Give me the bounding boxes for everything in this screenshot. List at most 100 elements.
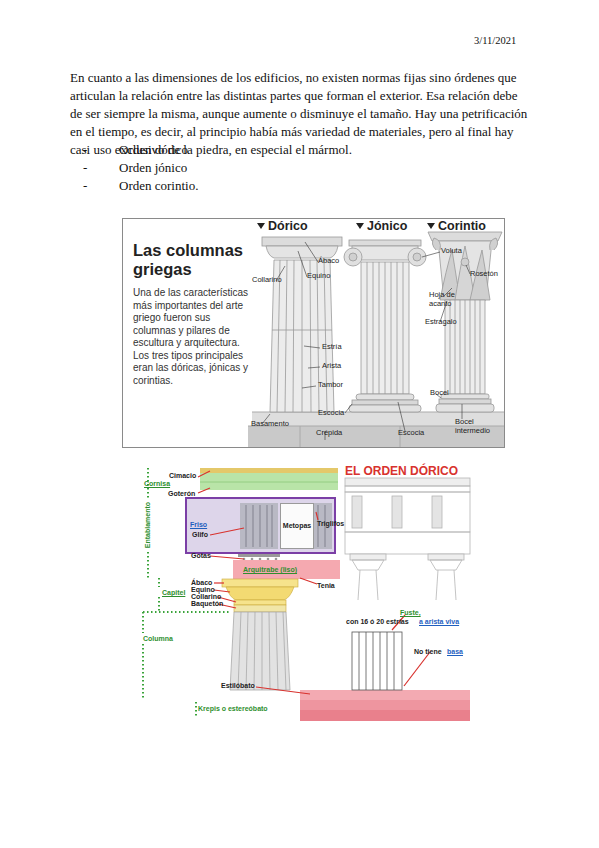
krepis-steps (300, 710, 470, 721)
capital (234, 600, 286, 605)
capital (234, 605, 286, 612)
part-label: Gotas (191, 552, 211, 560)
cornice-band (200, 468, 338, 473)
part-label: Equino (191, 586, 215, 594)
doric-column (293, 260, 294, 412)
bracket-dotted (142, 612, 144, 633)
temple-elevation (376, 570, 378, 600)
leader-line (304, 346, 320, 348)
leader-line (302, 386, 316, 388)
doric-column (285, 260, 287, 412)
note-text: a arista viva (419, 618, 459, 626)
corinthian-column (465, 300, 466, 394)
ionic-column (344, 240, 426, 412)
krepis-steps (300, 690, 470, 721)
fluted-block (380, 632, 381, 690)
cornice-band (200, 468, 338, 490)
fluted-block (352, 632, 402, 690)
doric-column (302, 260, 303, 412)
column-shaft (230, 612, 290, 690)
ionic-column (408, 248, 426, 266)
part-label: Arista (322, 362, 341, 371)
figure-background (122, 218, 505, 448)
guttae (275, 558, 278, 561)
corinthian-column (455, 300, 456, 394)
figure-background (122, 218, 505, 448)
pointer-arrow (214, 582, 224, 583)
pointer-arrow (404, 652, 430, 686)
part-label: Ábaco (318, 257, 339, 266)
temple-elevation (345, 478, 470, 600)
doric-column (310, 260, 311, 412)
column-shaft (283, 612, 286, 690)
group-label: Columna (143, 635, 173, 643)
figure-text: Una de las características más important… (133, 287, 253, 387)
triglyph (271, 505, 272, 547)
part-label: Collarino (191, 593, 221, 601)
guttae (238, 554, 280, 557)
temple-elevation (428, 554, 464, 560)
bracket-dotted (147, 552, 149, 578)
frieze-fill (240, 503, 278, 549)
fluted-block (359, 632, 360, 690)
temple-elevation (436, 570, 438, 600)
part-label: Fuste, (400, 609, 421, 617)
pointer-arrow (198, 471, 430, 694)
part-label: Crépida (316, 429, 342, 438)
leader-line (262, 242, 470, 440)
krepis-steps (300, 700, 470, 710)
temple-elevation (432, 496, 442, 528)
pointer-arrow (210, 556, 244, 559)
part-label: Escocia (398, 429, 424, 438)
figure-title: Las columnas griegas (133, 241, 258, 279)
pointer-arrow (300, 578, 317, 584)
ionic-column (391, 262, 392, 394)
part-label: Baquetón (191, 600, 223, 608)
leader-line (305, 242, 318, 262)
order-heading: Jónico (367, 219, 407, 233)
cornice-band (200, 482, 338, 483)
krepis-steps (300, 690, 470, 700)
architrave-band: Arquitrabe (liso) (233, 560, 340, 579)
triglyph (259, 505, 260, 547)
temple-elevation (392, 496, 402, 528)
part-label: Bocel intermedio (455, 418, 497, 435)
column-shaft (246, 612, 248, 690)
ionic-column (356, 394, 414, 400)
ionic-column (352, 400, 418, 405)
list-bullet: - (83, 161, 87, 176)
ionic-column (373, 262, 374, 394)
fluted-block (366, 632, 367, 690)
part-label: Ábaco (191, 579, 212, 587)
note-text: No tiene (414, 648, 442, 656)
fluted-block (352, 632, 402, 690)
part-label: Estilóbato (221, 682, 255, 690)
ionic-column (349, 253, 357, 261)
part-label: Bocel (430, 389, 449, 398)
temple-elevation (345, 478, 470, 486)
order-heading: Dórico (268, 219, 308, 233)
part-label: Rosetón (470, 270, 498, 279)
leader-line (466, 265, 470, 274)
metope-box: Metopas (280, 503, 314, 549)
list-item: Orden dórico (119, 143, 188, 158)
architrave-band (233, 560, 340, 579)
bracket-dotted (158, 578, 160, 587)
column-shaft (254, 612, 255, 690)
column-shaft (269, 612, 270, 690)
corinthian-column (432, 238, 440, 250)
corinthian-column (461, 258, 469, 266)
triglyph (245, 505, 246, 547)
bracket-dotted (195, 702, 197, 718)
temple-elevation (454, 570, 456, 600)
doric-column (324, 260, 327, 412)
ionic-column (397, 262, 398, 394)
pointer-arrow (210, 528, 244, 535)
corinthian-column (480, 300, 481, 394)
list-bullet: - (83, 179, 87, 194)
leader-line (298, 251, 307, 277)
part-label: Hoja de acanto (429, 291, 463, 308)
date: 3/11/2021 (474, 35, 516, 47)
part-label: Friso (190, 521, 207, 528)
